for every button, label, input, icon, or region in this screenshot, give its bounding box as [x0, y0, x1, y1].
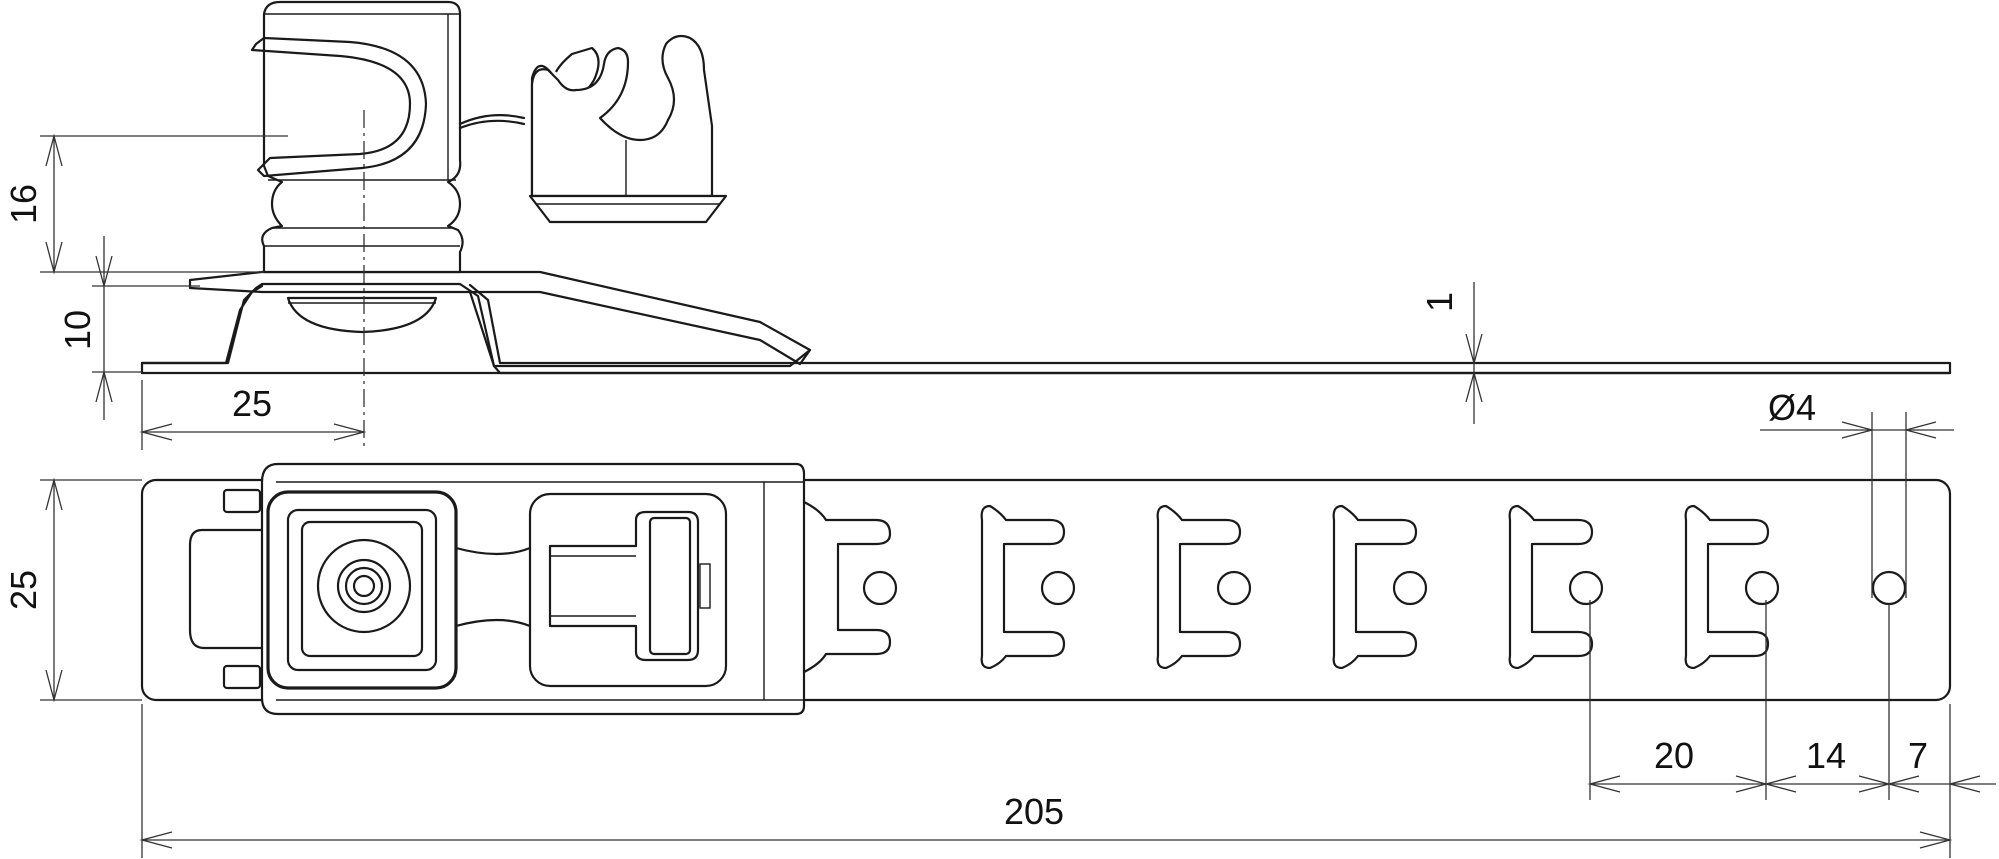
dim-d4-arrow-left: [1841, 421, 1875, 439]
dim-7-arrow-left: [1886, 775, 1920, 793]
bolt-outer: [316, 538, 412, 634]
dim-20-arrow-left: [1587, 775, 1621, 793]
dim-25-arrow-right: [333, 423, 367, 441]
dim-10-arrow-top: [95, 255, 113, 289]
lever-plate-top: [260, 462, 806, 716]
dim-d4-arrow-right: [1903, 421, 1937, 439]
bolt-washer: [336, 558, 392, 614]
dim-10-label: 10: [57, 310, 98, 350]
link-wire-top-1: [454, 546, 532, 556]
dim-16-arrow-top: [45, 133, 63, 167]
dim-14-arrow-left: [1763, 775, 1797, 793]
link-wire-top-2: [454, 618, 532, 628]
clip-frame-inner: [286, 508, 438, 672]
dim-10-arrow-bottom: [95, 369, 113, 403]
link-wire: [458, 114, 526, 130]
left-foot: [140, 284, 264, 365]
slot-group: [980, 504, 1780, 670]
dim-16-arrow-bottom: [45, 241, 63, 275]
top-view: [140, 462, 1952, 716]
clip-body: [261, 0, 464, 274]
slot-first: [802, 500, 892, 674]
insert-housing: [528, 492, 728, 688]
dim-205-label: 205: [1004, 791, 1064, 832]
left-tab: [188, 528, 264, 650]
insert-window: [648, 516, 692, 656]
strip-side-profile: [140, 282, 1952, 375]
lever-plate: [188, 270, 812, 366]
insert-pin: [699, 563, 711, 609]
dim-205-arrow-right: [1919, 831, 1953, 849]
bolt-hole: [352, 574, 376, 598]
clip-frame-outer: [266, 490, 458, 690]
dimensions: 16 10 25 1 Ø4 25: [3, 133, 1996, 858]
slot-5: [1508, 504, 1594, 670]
dim-25-width-label: 25: [3, 570, 44, 610]
slot-6: [1684, 504, 1770, 670]
dim-1-label: 1: [1419, 292, 1460, 312]
clip-plate: [300, 520, 424, 658]
dim-20-label: 20: [1654, 735, 1694, 776]
hole-first: [862, 570, 898, 606]
dim-7-label: 7: [1908, 735, 1928, 776]
spring-wire: [250, 36, 428, 178]
dim-7-arrow-right: [1947, 775, 1981, 793]
slot-4: [1332, 504, 1418, 670]
dim-d4-label: Ø4: [1768, 387, 1816, 428]
side-view: [140, 0, 1952, 448]
bolt-ring: [344, 566, 384, 606]
hole-3: [1216, 570, 1252, 606]
hole-6: [1744, 570, 1780, 606]
slot-2: [980, 504, 1066, 670]
tab-nub-top: [222, 488, 262, 514]
insert-body: [548, 510, 700, 662]
tab-nub-bottom: [222, 664, 262, 690]
washer: [286, 296, 438, 334]
hole-4: [1392, 570, 1428, 606]
dim-14-label: 14: [1806, 735, 1846, 776]
slot-3: [1156, 504, 1242, 670]
lever-arm: [468, 290, 812, 368]
hole-5: [1568, 570, 1604, 606]
dim-16-label: 16: [3, 184, 44, 224]
dim-25-offset-label: 25: [232, 383, 272, 424]
dim-25-arrow-left: [139, 423, 173, 441]
hole-2: [1040, 570, 1076, 606]
dim-1-arrow-bottom: [1465, 370, 1483, 403]
dim-205-arrow-left: [139, 831, 173, 849]
dim-25w-arrow-bottom: [45, 669, 63, 703]
dim-25w-arrow-top: [45, 477, 63, 511]
dim-1-arrow-top: [1465, 333, 1483, 366]
insert-holder-outline: [530, 34, 714, 198]
insert-flange: [528, 194, 728, 224]
